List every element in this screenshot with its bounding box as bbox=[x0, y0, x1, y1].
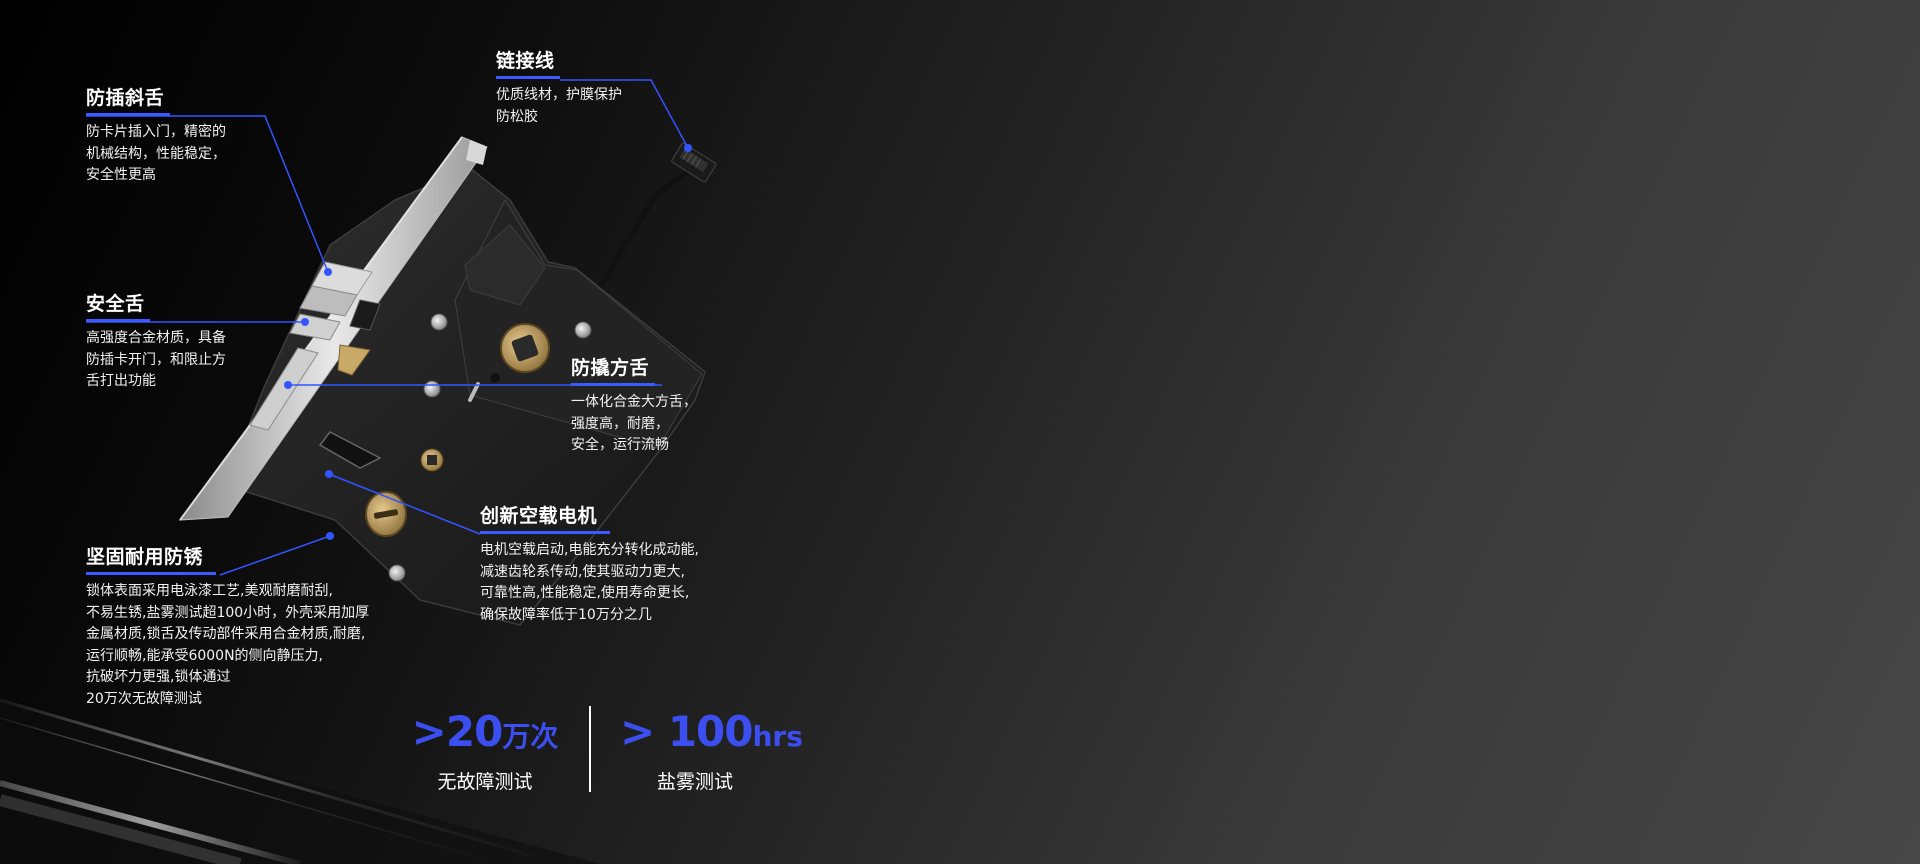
callout-cable-title: 链接线 bbox=[496, 50, 555, 72]
callout-anti-pry-deadbolt-desc: 一体化合金大方舌， 强度高，耐磨， 安全，运行流畅 bbox=[571, 394, 697, 453]
stats-divider bbox=[589, 706, 591, 792]
stat-cycle-test: >20万次 无故障测试 bbox=[410, 708, 560, 794]
callout-anti-pry-deadbolt: 防撬方舌 一体化合金大方舌， 强度高，耐磨， 安全，运行流畅 bbox=[571, 355, 697, 457]
callout-anti-card-latch-desc: 防卡片插入门，精密的 机械结构，性能稳定， 安全性更高 bbox=[86, 124, 226, 183]
stat-salt-spray-label: 盐雾测试 bbox=[656, 771, 733, 793]
stat-salt-spray: > 100hrs 盐雾测试 bbox=[620, 707, 803, 794]
callout-motor-desc: 电机空载启动,电能充分转化成动能, 减速齿轮系传动,使其驱动力更大, 可靠性高,… bbox=[480, 542, 699, 623]
callout-durable-rustproof-title: 坚固耐用防锈 bbox=[86, 546, 204, 568]
stat-cycle-number: >20 bbox=[411, 707, 504, 756]
callout-safety-latch-title: 安全舌 bbox=[86, 293, 145, 315]
title-underline bbox=[496, 76, 560, 79]
title-underline bbox=[86, 319, 150, 322]
callout-cable-desc: 优质线材，护膜保护 防松胶 bbox=[496, 87, 622, 125]
callout-safety-latch-desc: 高强度合金材质，具备 防插卡开门，和限止方 舌打出功能 bbox=[86, 330, 226, 389]
stat-cycle-value: >20万次 bbox=[410, 708, 560, 765]
callout-cable: 链接线 优质线材，护膜保护 防松胶 bbox=[496, 48, 622, 128]
title-underline bbox=[86, 572, 216, 575]
title-underline bbox=[480, 531, 610, 534]
stat-cycle-unit: 万次 bbox=[502, 720, 559, 753]
callout-safety-latch: 安全舌 高强度合金材质，具备 防插卡开门，和限止方 舌打出功能 bbox=[86, 291, 226, 393]
callout-motor: 创新空载电机 电机空载启动,电能充分转化成动能, 减速齿轮系传动,使其驱动力更大… bbox=[480, 503, 699, 626]
stat-salt-spray-unit: hrs bbox=[752, 720, 803, 753]
stat-salt-spray-number: > 100 bbox=[620, 707, 753, 756]
cable-connector bbox=[671, 142, 717, 183]
callout-durable-rustproof-desc: 锁体表面采用电泳漆工艺,美观耐磨耐刮, 不易生锈,盐雾测试超100小时，外壳采用… bbox=[86, 583, 370, 707]
title-underline bbox=[86, 113, 170, 116]
callout-motor-title: 创新空载电机 bbox=[480, 505, 598, 527]
callout-durable-rustproof: 坚固耐用防锈 锁体表面采用电泳漆工艺,美观耐磨耐刮, 不易生锈,盐雾测试超100… bbox=[86, 544, 369, 710]
callout-anti-card-latch: 防插斜舌 防卡片插入门，精密的 机械结构，性能稳定， 安全性更高 bbox=[86, 85, 226, 187]
callout-anti-pry-deadbolt-title: 防撬方舌 bbox=[571, 357, 650, 379]
callout-anti-card-latch-title: 防插斜舌 bbox=[86, 87, 165, 109]
title-underline bbox=[571, 383, 655, 386]
stat-salt-spray-value: > 100hrs bbox=[620, 707, 803, 765]
stat-cycle-label: 无故障测试 bbox=[437, 771, 533, 793]
